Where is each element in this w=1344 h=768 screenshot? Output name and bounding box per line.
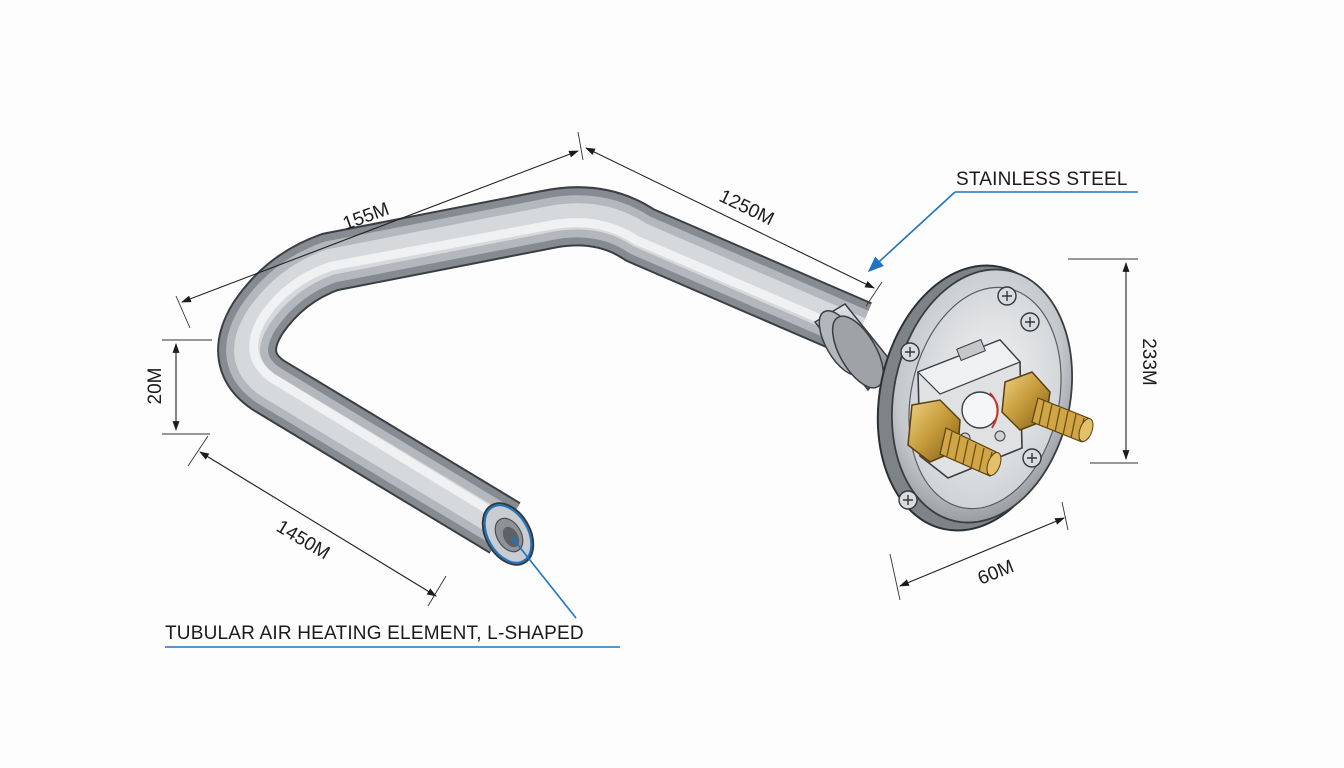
callout-element — [165, 537, 620, 648]
brass-terminal-left — [907, 399, 1002, 477]
brass-terminal-right — [1001, 371, 1094, 443]
bolt-icon — [898, 490, 918, 510]
callout-label-element: TUBULAR AIR HEATING ELEMENT, L-SHAPED — [165, 623, 584, 644]
bolt-icon — [997, 286, 1017, 306]
dimension-label-left-height: 20M — [145, 368, 166, 405]
dimension-left-height — [162, 339, 212, 435]
dimension-flange-width — [889, 501, 1069, 601]
callout-label-material: STAINLESS STEEL — [956, 169, 1128, 190]
dimension-label-flange-height: 233M — [1138, 338, 1159, 386]
heating-tube — [217, 186, 872, 554]
dimension-label-top-right: 1250M — [716, 186, 777, 230]
dimension-label-bottom-left: 1450M — [273, 516, 334, 564]
bolt-icon — [1022, 448, 1042, 468]
bolt-icon — [900, 342, 920, 362]
flange-bolts — [898, 286, 1042, 510]
dimension-flange-height — [1068, 258, 1138, 464]
callout-material — [867, 191, 1138, 273]
dimension-label-flange-width: 60M — [975, 556, 1017, 589]
dimension-top-left — [175, 131, 584, 329]
tube-collar — [813, 303, 891, 392]
dimension-top-right — [585, 147, 883, 307]
dimension-bottom-left — [187, 435, 447, 607]
bolt-icon — [1020, 312, 1040, 332]
